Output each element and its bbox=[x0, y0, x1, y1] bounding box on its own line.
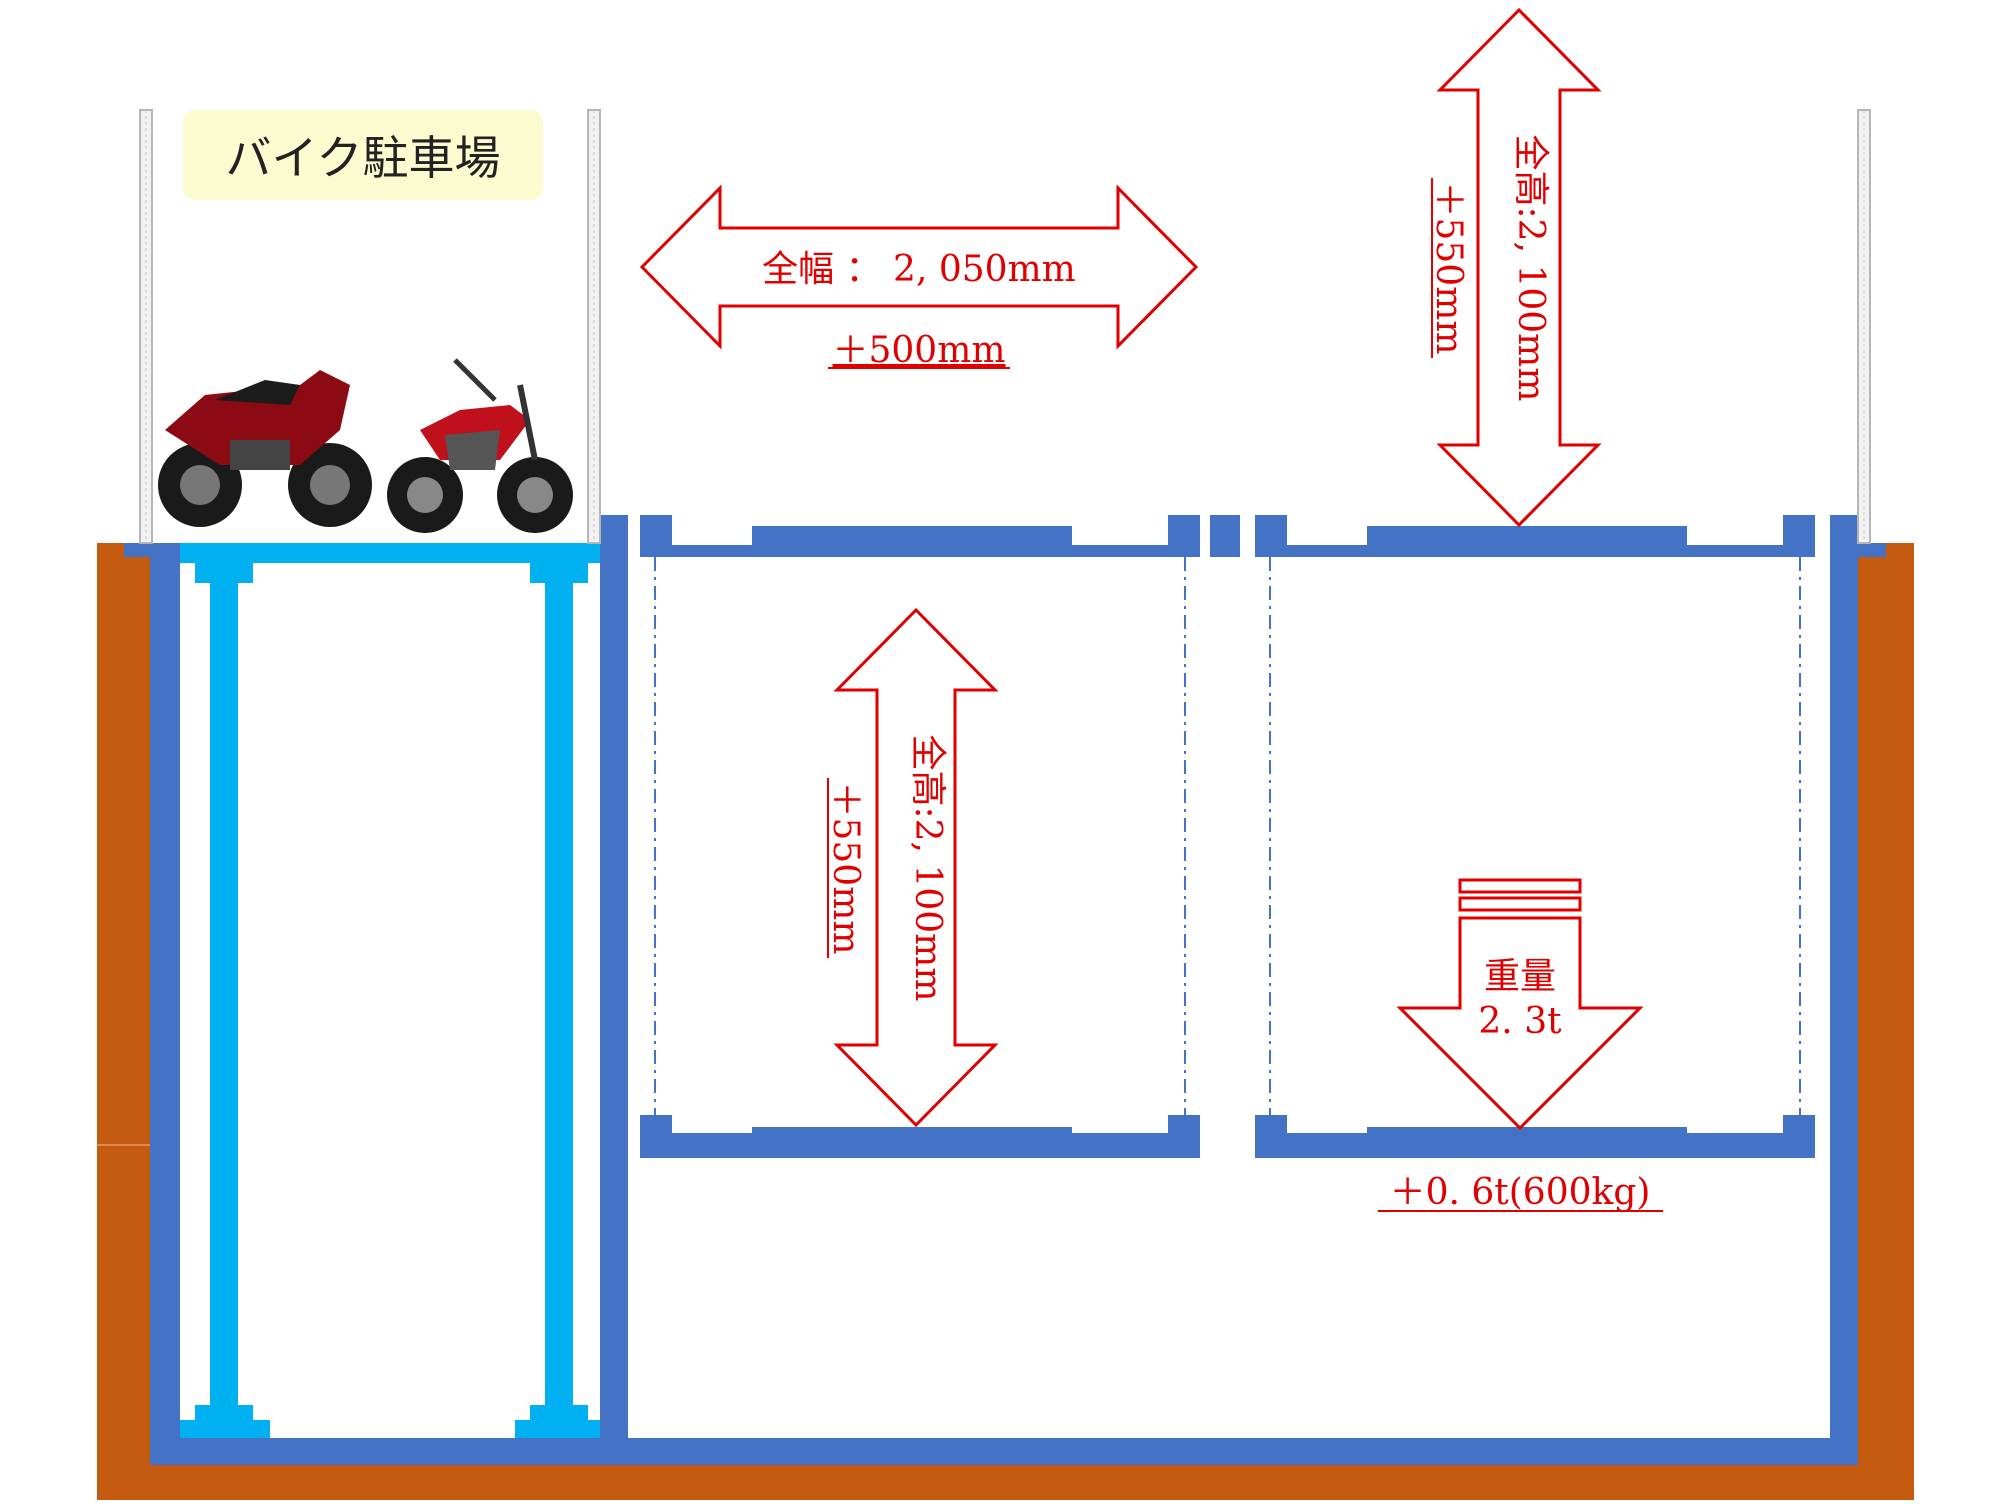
width-extra: ＋500mm bbox=[833, 330, 1006, 371]
height-arrow-lower: 全高:2, 100mm ＋550mm bbox=[825, 607, 999, 1128]
weight-label: 重量 bbox=[1484, 956, 1556, 997]
fence-middle bbox=[587, 109, 601, 544]
fence-right bbox=[1857, 109, 1871, 544]
bike-lift-frame bbox=[180, 543, 600, 1438]
height-arrow-upper: 全高:2, 100mm ＋550mm bbox=[1428, 7, 1602, 528]
weight-arrow: 重量 2. 3t bbox=[1396, 878, 1644, 1131]
weight-extra: ＋0. 6t(600kg) bbox=[1390, 1172, 1651, 1213]
motorcycle-red-naked bbox=[387, 358, 573, 533]
soil-section bbox=[97, 543, 1914, 1500]
platform-upper bbox=[640, 515, 1815, 557]
weight-value: 2. 3t bbox=[1478, 1001, 1562, 1042]
bike-parking-title: バイク駐車場 bbox=[225, 131, 501, 185]
height-label-upper: 全高:2, 100mm bbox=[1510, 135, 1551, 402]
height-extra-lower: ＋550mm bbox=[825, 782, 866, 955]
platform-guides bbox=[654, 557, 1801, 1115]
motorcycle-red-sport bbox=[158, 370, 372, 527]
width-arrow: 全幅 ： 2, 050mm ＋500mm bbox=[639, 184, 1199, 371]
height-label-lower: 全高:2, 100mm bbox=[907, 735, 948, 1002]
platform-lower bbox=[640, 1115, 1815, 1158]
width-label: 全幅 ： 2, 050mm bbox=[762, 249, 1076, 290]
height-extra-upper: ＋550mm bbox=[1428, 182, 1469, 355]
pit-structure bbox=[124, 515, 1886, 1465]
fence-left bbox=[139, 109, 153, 544]
bike-parking-label: バイク駐車場 bbox=[183, 110, 543, 200]
